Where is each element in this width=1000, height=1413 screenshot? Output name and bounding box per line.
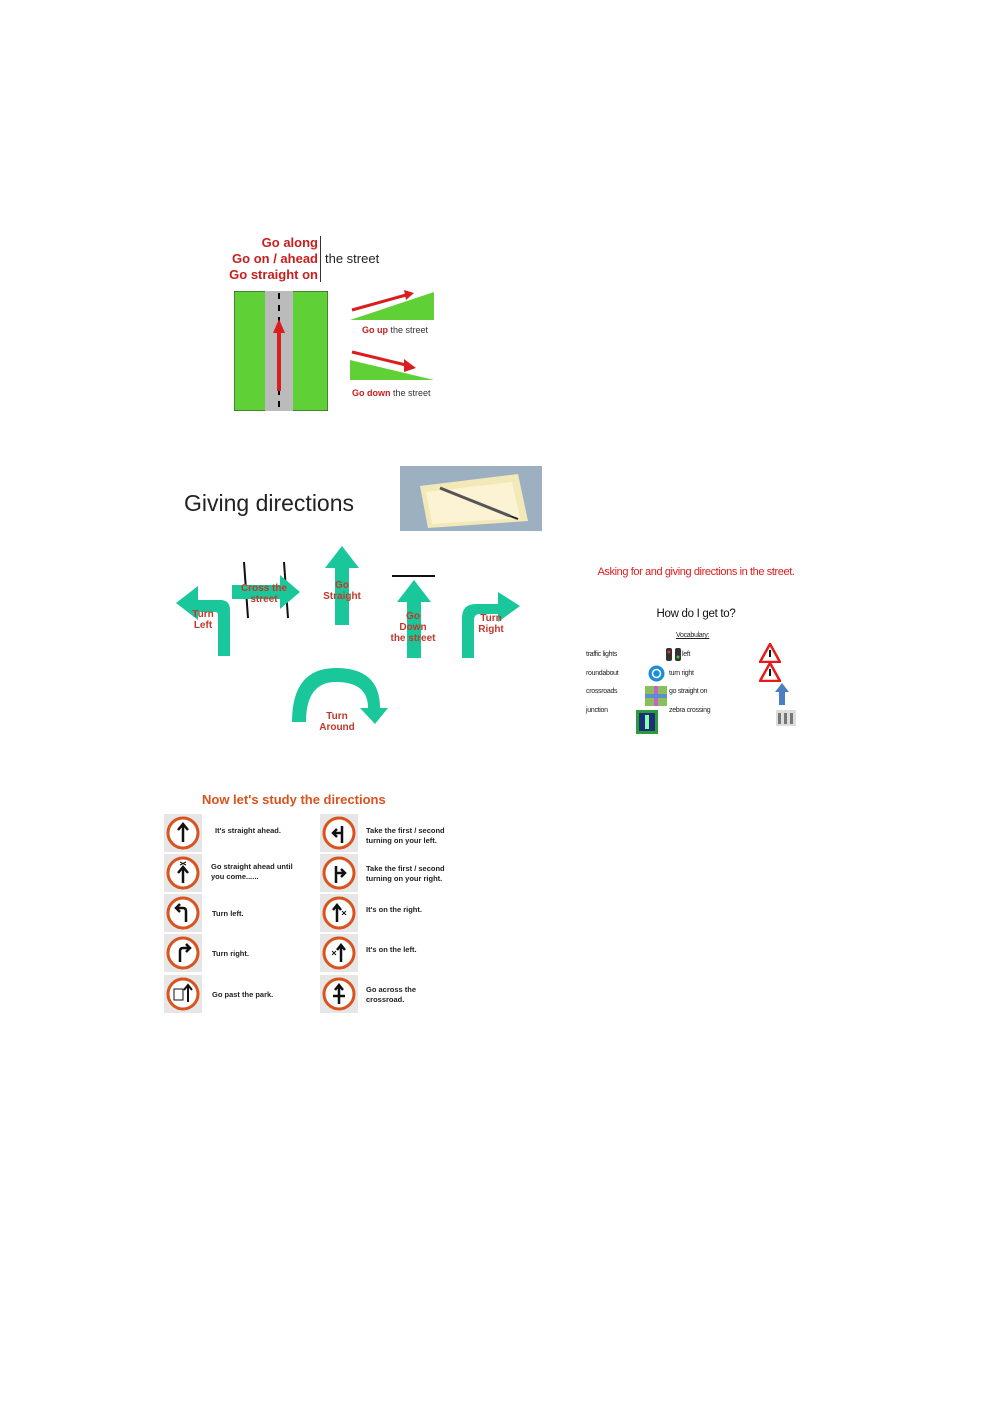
study-text-turn-right: Turn right. [212,949,249,958]
park-sign-icon [164,975,202,1013]
go-down-bold: Go down [352,388,391,398]
straight-until-sign-icon [164,854,202,892]
go-straight-label: Go straight on [229,267,318,282]
study-text-go-past-park: Go past the park. [212,990,274,999]
how-do-i-get-to: How do I get to? [656,608,736,620]
vocab-traffic-lights: traffic lights [586,651,618,658]
vocab-junction: junction [586,707,608,714]
study-text-on-left: It's on the left. [366,945,417,954]
study-text-crossroad: Go across the crossroad. [366,985,417,1004]
turn-left-label: Turn Left [192,609,214,631]
road-illustration [234,291,328,411]
go-down-illustration [350,350,434,380]
vocab-go-straight-on: go straight on [669,688,708,695]
go-up-illustration [350,290,434,320]
vocab-turn-right: turn right [669,670,694,677]
first-right-sign-icon [320,854,358,892]
go-up-bold: Go up [362,325,388,335]
cross-street-label: Cross the street [240,583,288,605]
turn-right-label: Turn Right [478,613,504,635]
go-along-label: Go along [261,235,318,250]
turn-around-label: Turn Around [319,711,355,733]
direction-arrows-illustration [176,546,520,724]
go-down-text: Go down the street [352,388,431,398]
study-text-first-left: Take the first / second turning on your … [366,826,445,845]
study-text-turn-left: Turn left. [212,909,244,918]
vocab-zebra-crossing: zebra crossing [669,707,711,714]
study-text-straight-ahead: It's straight ahead. [215,826,281,835]
traffic-lights-icon [666,648,681,661]
crossroad-sign-icon [320,975,358,1013]
go-up-text: Go up the street [362,325,428,335]
warning-sign-2-icon [759,662,781,682]
warning-sign-icon [759,643,781,663]
giving-directions-title: Giving directions [184,490,355,516]
roundabout-icon [648,665,665,682]
asking-title: Asking for and giving directions in the … [597,566,795,578]
the-street-label: the street [325,251,380,266]
map-pen-photo [400,466,542,531]
crossroads-icon [645,686,667,706]
turn-right-sign-icon [164,934,202,972]
go-on-label: Go on / ahead [232,251,318,266]
zebra-crossing-icon [776,710,796,726]
on-left-sign-icon [320,934,358,972]
go-down-rest: the street [393,388,431,398]
junction-icon [636,710,658,734]
first-left-sign-icon [320,814,358,852]
study-text-straight-until: Go straight ahead until you come...... [211,862,293,881]
study-title: Now let's study the directions [202,792,386,807]
go-down-street-label: Go Down the street [390,611,436,644]
go-straight-label: Go Straight [323,580,361,602]
vocab-crossroads: crossroads [586,688,618,695]
turn-left-sign-icon [164,894,202,932]
study-text-first-right: Take the first / second turning on your … [366,864,445,883]
study-text-on-right: It's on the right. [366,905,422,914]
straight-ahead-sign-icon [164,814,202,852]
vocabulary-label: Vocabulary: [676,632,710,639]
go-up-rest: the street [390,325,429,335]
arrow-up-icon [775,683,789,705]
bracket-line [320,236,321,282]
vocab-left: left [682,651,691,658]
on-right-sign-icon [320,894,358,932]
vocab-roundabout: roundabout [586,670,619,677]
